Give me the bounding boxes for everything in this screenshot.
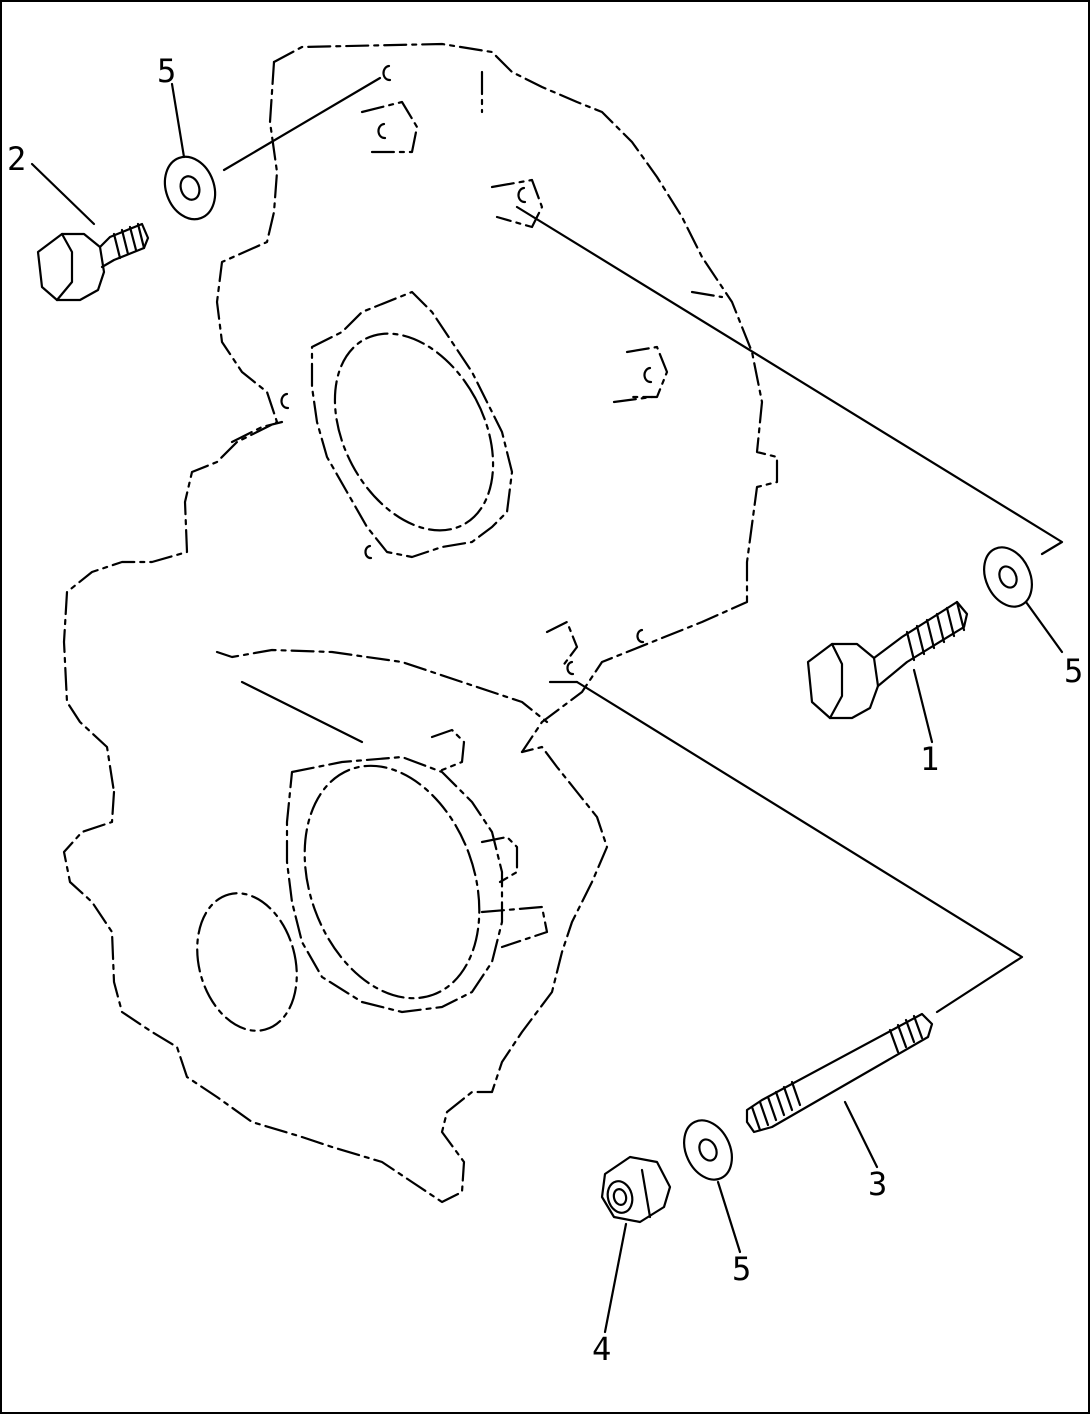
callout-label-5-bottom: 5	[732, 1250, 751, 1288]
gear-case-housing	[62, 42, 779, 1204]
nut-part-4[interactable]	[600, 1155, 672, 1224]
washer-part-5-right[interactable]	[975, 540, 1041, 615]
stud-part-3[interactable]	[745, 1012, 934, 1134]
washer-part-5-bottom[interactable]	[675, 1113, 741, 1188]
callout-label-5-top: 5	[157, 52, 176, 90]
callout-label-5-right: 5	[1064, 652, 1083, 690]
callout-label-2: 2	[7, 140, 26, 178]
assembly-lines	[222, 76, 1064, 1014]
callout-leaders	[30, 82, 1064, 1334]
washer-part-5-top[interactable]	[157, 150, 224, 227]
callout-label-3: 3	[868, 1165, 887, 1203]
callout-labels: 2 5 1 5 3 5 4	[7, 52, 1083, 1368]
bolt-part-1[interactable]	[806, 600, 969, 720]
callout-label-4: 4	[592, 1330, 611, 1368]
callout-label-1: 1	[920, 740, 939, 778]
bolt-part-2[interactable]	[36, 222, 150, 302]
